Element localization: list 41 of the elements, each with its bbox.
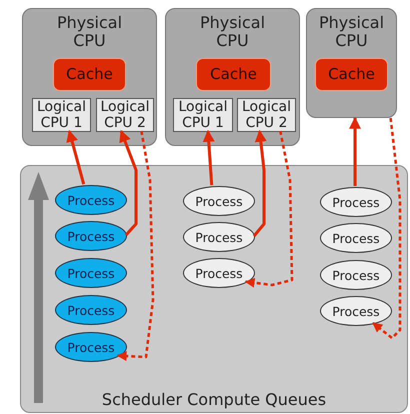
- process-label: Process: [67, 266, 115, 280]
- cache-box: [315, 58, 388, 91]
- process-label: Process: [67, 192, 115, 208]
- process-label: Process: [332, 194, 380, 210]
- arrow: [349, 116, 361, 186]
- process-label: Process: [332, 304, 380, 318]
- process-ellipse: [55, 332, 127, 362]
- process-label: Process: [67, 302, 115, 318]
- arrow: [202, 130, 215, 186]
- process-label: Process: [67, 228, 115, 244]
- queues-panel: [20, 165, 408, 413]
- process-label: Process: [195, 194, 243, 208]
- arrow: [119, 130, 138, 236]
- process-label: Process: [332, 268, 380, 282]
- process-ellipse: [55, 221, 127, 251]
- cache-label: Cache: [328, 66, 375, 84]
- dashed-arrow: [372, 118, 402, 340]
- cache-box: [196, 58, 271, 91]
- logical-cpu-label: Logical CPU 1: [177, 98, 229, 132]
- process-label: Process: [195, 230, 243, 244]
- cpu-box: [306, 8, 397, 118]
- process-label: Process: [332, 230, 380, 246]
- cache-label: Cache: [66, 66, 113, 84]
- panel-title: Scheduler Compute Queues: [102, 390, 326, 409]
- process-ellipse: [183, 222, 255, 252]
- arrow: [252, 130, 267, 237]
- dashed-arrow: [244, 130, 294, 288]
- cpu-box: [165, 8, 300, 146]
- cache-box: [53, 58, 126, 91]
- process-label: Process: [67, 340, 115, 354]
- logical-cpu-label: Logical CPU 2: [240, 98, 292, 132]
- cpu-label: Physical CPU: [198, 14, 266, 51]
- process-label: Process: [195, 266, 243, 280]
- cpu-label: Physical CPU: [318, 14, 386, 51]
- dashed-arrow: [116, 130, 154, 362]
- logical-cpu-label: Logical CPU 1: [36, 98, 88, 132]
- cpu-box: [22, 8, 157, 146]
- cache-label: Cache: [210, 66, 257, 84]
- logical-cpu-label: Logical CPU 2: [99, 98, 151, 132]
- process-ellipse: [183, 258, 255, 288]
- cpu-label: Physical CPU: [56, 14, 124, 51]
